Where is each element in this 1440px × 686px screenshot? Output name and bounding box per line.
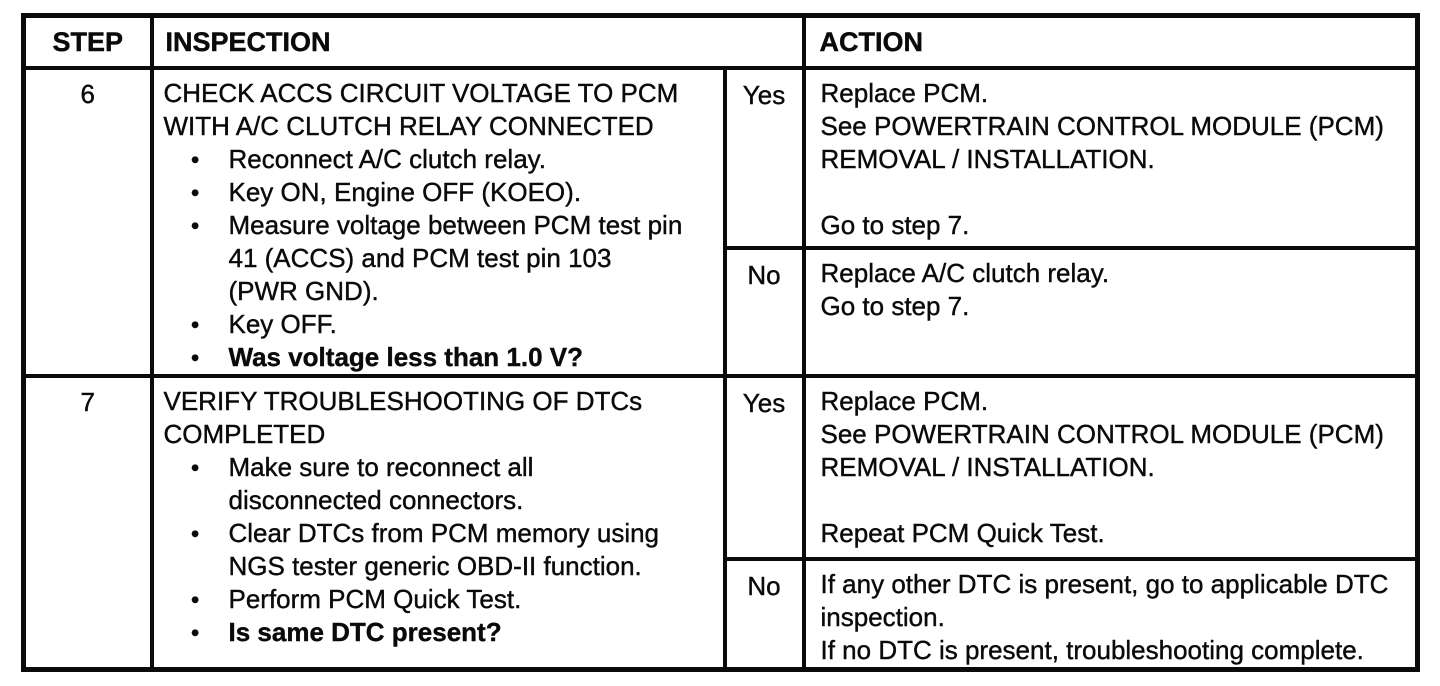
inspection-cell-step6: CHECK ACCS CIRCUIT VOLTAGE TO PCM WITH A… bbox=[149, 65, 727, 378]
header-inspection: INSPECTION bbox=[149, 13, 806, 70]
action-cell-step7-no: If any other DTC is present, go to appli… bbox=[801, 556, 1420, 671]
yes-cell-step6: Yes bbox=[722, 65, 806, 251]
bullet-question-text: Was voltage less than 1.0 V? bbox=[228, 341, 583, 372]
action-line: Go to step 7. bbox=[820, 209, 970, 240]
step-number-6: 6 bbox=[21, 65, 154, 378]
no-cell-step6: No bbox=[722, 246, 806, 378]
action-line: See POWERTRAIN CONTROL MODULE (PCM) REMO… bbox=[820, 418, 1384, 482]
inspection-bullet-question: ● Was voltage less than 1.0 V? bbox=[164, 341, 711, 372]
table-row-step7-yes: 7 VERIFY TROUBLESHOOTING OF DTCs COMPLET… bbox=[21, 373, 1420, 671]
inspection-bullet: ● Measure voltage between PCM test pin 4… bbox=[164, 209, 711, 308]
action-cell-step7-yes: Replace PCM. See POWERTRAIN CONTROL MODU… bbox=[801, 373, 1420, 561]
action-line: Go to step 7. bbox=[820, 291, 970, 322]
bullet-text: Perform PCM Quick Test. bbox=[228, 583, 522, 614]
table-row-step7-no: No If any other DTC is present, go to ap… bbox=[24, 556, 1420, 671]
bullet-icon: ● bbox=[190, 458, 200, 476]
inspection-title: CHECK ACCS CIRCUIT VOLTAGE TO PCM WITH A… bbox=[163, 77, 679, 141]
bullet-icon: ● bbox=[190, 348, 200, 366]
bullet-icon: ● bbox=[190, 150, 200, 168]
action-line: If no DTC is present, troubleshooting co… bbox=[820, 634, 1364, 665]
bullet-icon: ● bbox=[190, 623, 200, 641]
bullet-icon: ● bbox=[190, 524, 200, 542]
bullet-icon: ● bbox=[190, 315, 200, 333]
bullet-icon: ● bbox=[190, 590, 200, 608]
action-line: Repeat PCM Quick Test. bbox=[820, 517, 1105, 548]
bullet-text: Reconnect A/C clutch relay. bbox=[228, 143, 546, 174]
action-line: See POWERTRAIN CONTROL MODULE (PCM) REMO… bbox=[820, 110, 1384, 174]
bullet-icon: ● bbox=[190, 183, 200, 201]
inspection-bullet: ● Perform PCM Quick Test. bbox=[164, 583, 711, 616]
no-cell-step7: No bbox=[722, 556, 806, 671]
table-row-step6-yes: 6 CHECK ACCS CIRCUIT VOLTAGE TO PCM WITH… bbox=[21, 65, 1420, 378]
action-line: Replace PCM. bbox=[820, 385, 989, 416]
inspection-bullet: ● Key ON, Engine OFF (KOEO). bbox=[164, 176, 711, 209]
header-action: ACTION bbox=[801, 13, 1420, 70]
table-row-step6-no: No Replace A/C clutch relay. Go to step … bbox=[24, 246, 1420, 378]
action-cell-step6-no: Replace A/C clutch relay. Go to step 7. bbox=[801, 246, 1420, 378]
bullet-text: Make sure to reconnect all disconnected … bbox=[228, 451, 534, 515]
bullet-text: Key OFF. bbox=[228, 308, 337, 339]
action-line: If any other DTC is present, go to appli… bbox=[820, 568, 1389, 632]
inspection-bullet: ● Make sure to reconnect all disconnecte… bbox=[164, 451, 711, 517]
action-cell-step6-yes: Replace PCM. See POWERTRAIN CONTROL MODU… bbox=[801, 65, 1420, 251]
header-step: STEP bbox=[21, 13, 154, 70]
step-number-7: 7 bbox=[21, 373, 154, 671]
bullet-icon: ● bbox=[190, 216, 200, 234]
header-row: STEP INSPECTION ACTION bbox=[21, 13, 1420, 70]
inspection-bullet: ● Clear DTCs from PCM memory using NGS t… bbox=[164, 517, 711, 583]
yes-cell-step7: Yes bbox=[722, 373, 806, 561]
bullet-text: Clear DTCs from PCM memory using NGS tes… bbox=[228, 517, 660, 581]
inspection-title: VERIFY TROUBLESHOOTING OF DTCs COMPLETED bbox=[163, 385, 643, 449]
inspection-bullet-question: ● Is same DTC present? bbox=[164, 616, 711, 649]
action-line: Replace A/C clutch relay. bbox=[820, 258, 1110, 289]
bullet-text: Key ON, Engine OFF (KOEO). bbox=[228, 176, 582, 207]
bullet-text: Measure voltage between PCM test pin 41 … bbox=[228, 209, 683, 306]
inspection-bullet: ● Key OFF. bbox=[164, 308, 711, 341]
action-line: Replace PCM. bbox=[820, 77, 989, 108]
inspection-bullet: ● Reconnect A/C clutch relay. bbox=[164, 143, 711, 176]
troubleshooting-table: STEP INSPECTION ACTION 6 CHECK ACCS CIRC… bbox=[21, 13, 1420, 672]
inspection-cell-step7: VERIFY TROUBLESHOOTING OF DTCs COMPLETED… bbox=[149, 373, 727, 671]
bullet-question-text: Is same DTC present? bbox=[228, 616, 502, 647]
